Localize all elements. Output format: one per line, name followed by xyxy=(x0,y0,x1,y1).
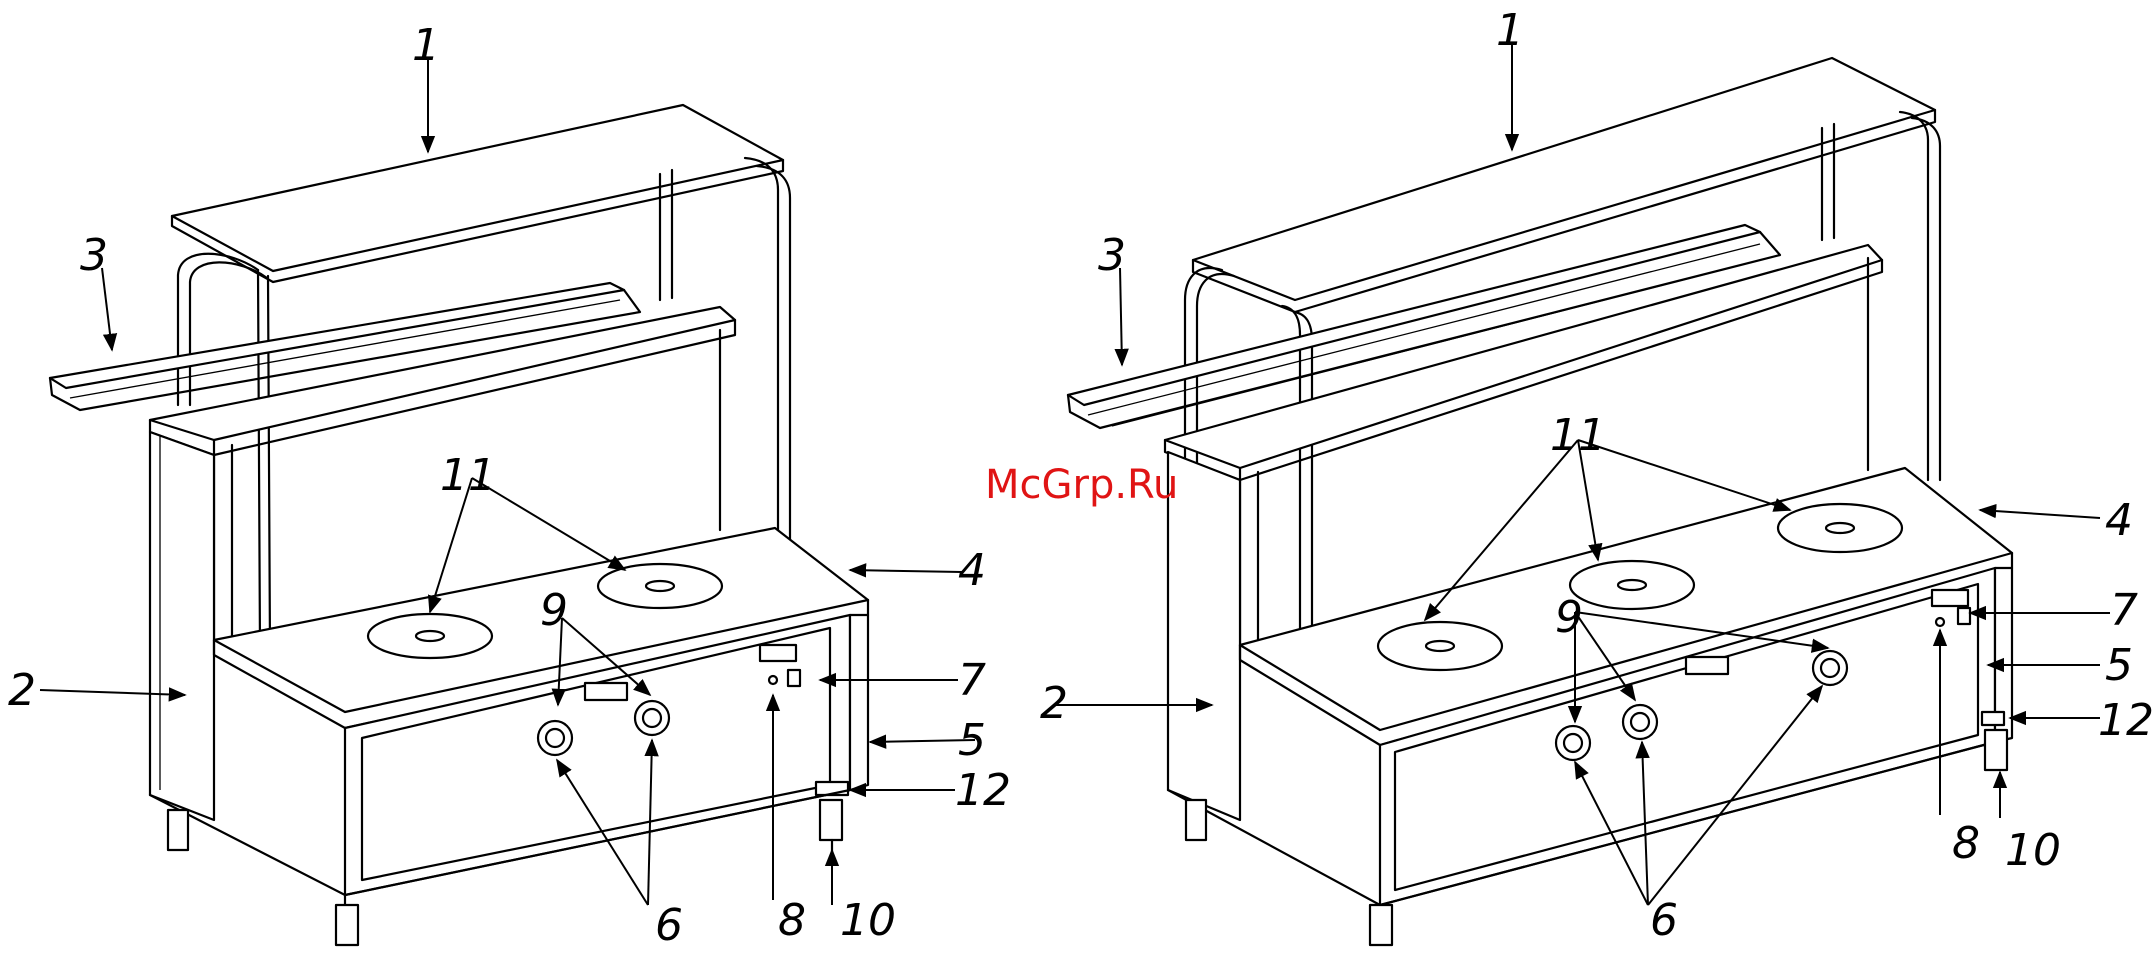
callout-9-right: 9 xyxy=(1555,592,1583,643)
callout-7-left: 7 xyxy=(958,655,986,706)
callout-10-right: 10 xyxy=(2005,825,2061,876)
callout-1-left: 1 xyxy=(412,20,440,71)
callout-2-right: 2 xyxy=(1040,678,1068,729)
callout-8-left: 8 xyxy=(778,895,806,946)
callout-1-right: 1 xyxy=(1496,5,1524,56)
callout-11-left: 11 xyxy=(440,450,496,501)
callout-12-right: 12 xyxy=(2098,695,2152,746)
callout-4-left: 4 xyxy=(958,545,986,596)
callout-10-left: 10 xyxy=(840,895,896,946)
callout-11-right: 11 xyxy=(1550,410,1606,461)
callout-7-right: 7 xyxy=(2110,585,2138,636)
right-unit-drawing xyxy=(1068,58,2012,945)
callout-5-right: 5 xyxy=(2105,640,2133,691)
callout-3-right: 3 xyxy=(1098,230,1126,281)
callout-6-left: 6 xyxy=(655,900,683,951)
callout-5-left: 5 xyxy=(958,715,986,766)
left-unit-drawing xyxy=(50,105,868,945)
callout-12-left: 12 xyxy=(955,765,1011,816)
callout-9-left: 9 xyxy=(540,585,568,636)
callout-2-left: 2 xyxy=(8,665,36,716)
callout-8-right: 8 xyxy=(1952,818,1980,869)
callout-4-right: 4 xyxy=(2105,495,2133,546)
watermark-text: McGrp.Ru xyxy=(985,462,1178,508)
callout-3-left: 3 xyxy=(80,230,108,281)
callout-6-right: 6 xyxy=(1650,895,1678,946)
